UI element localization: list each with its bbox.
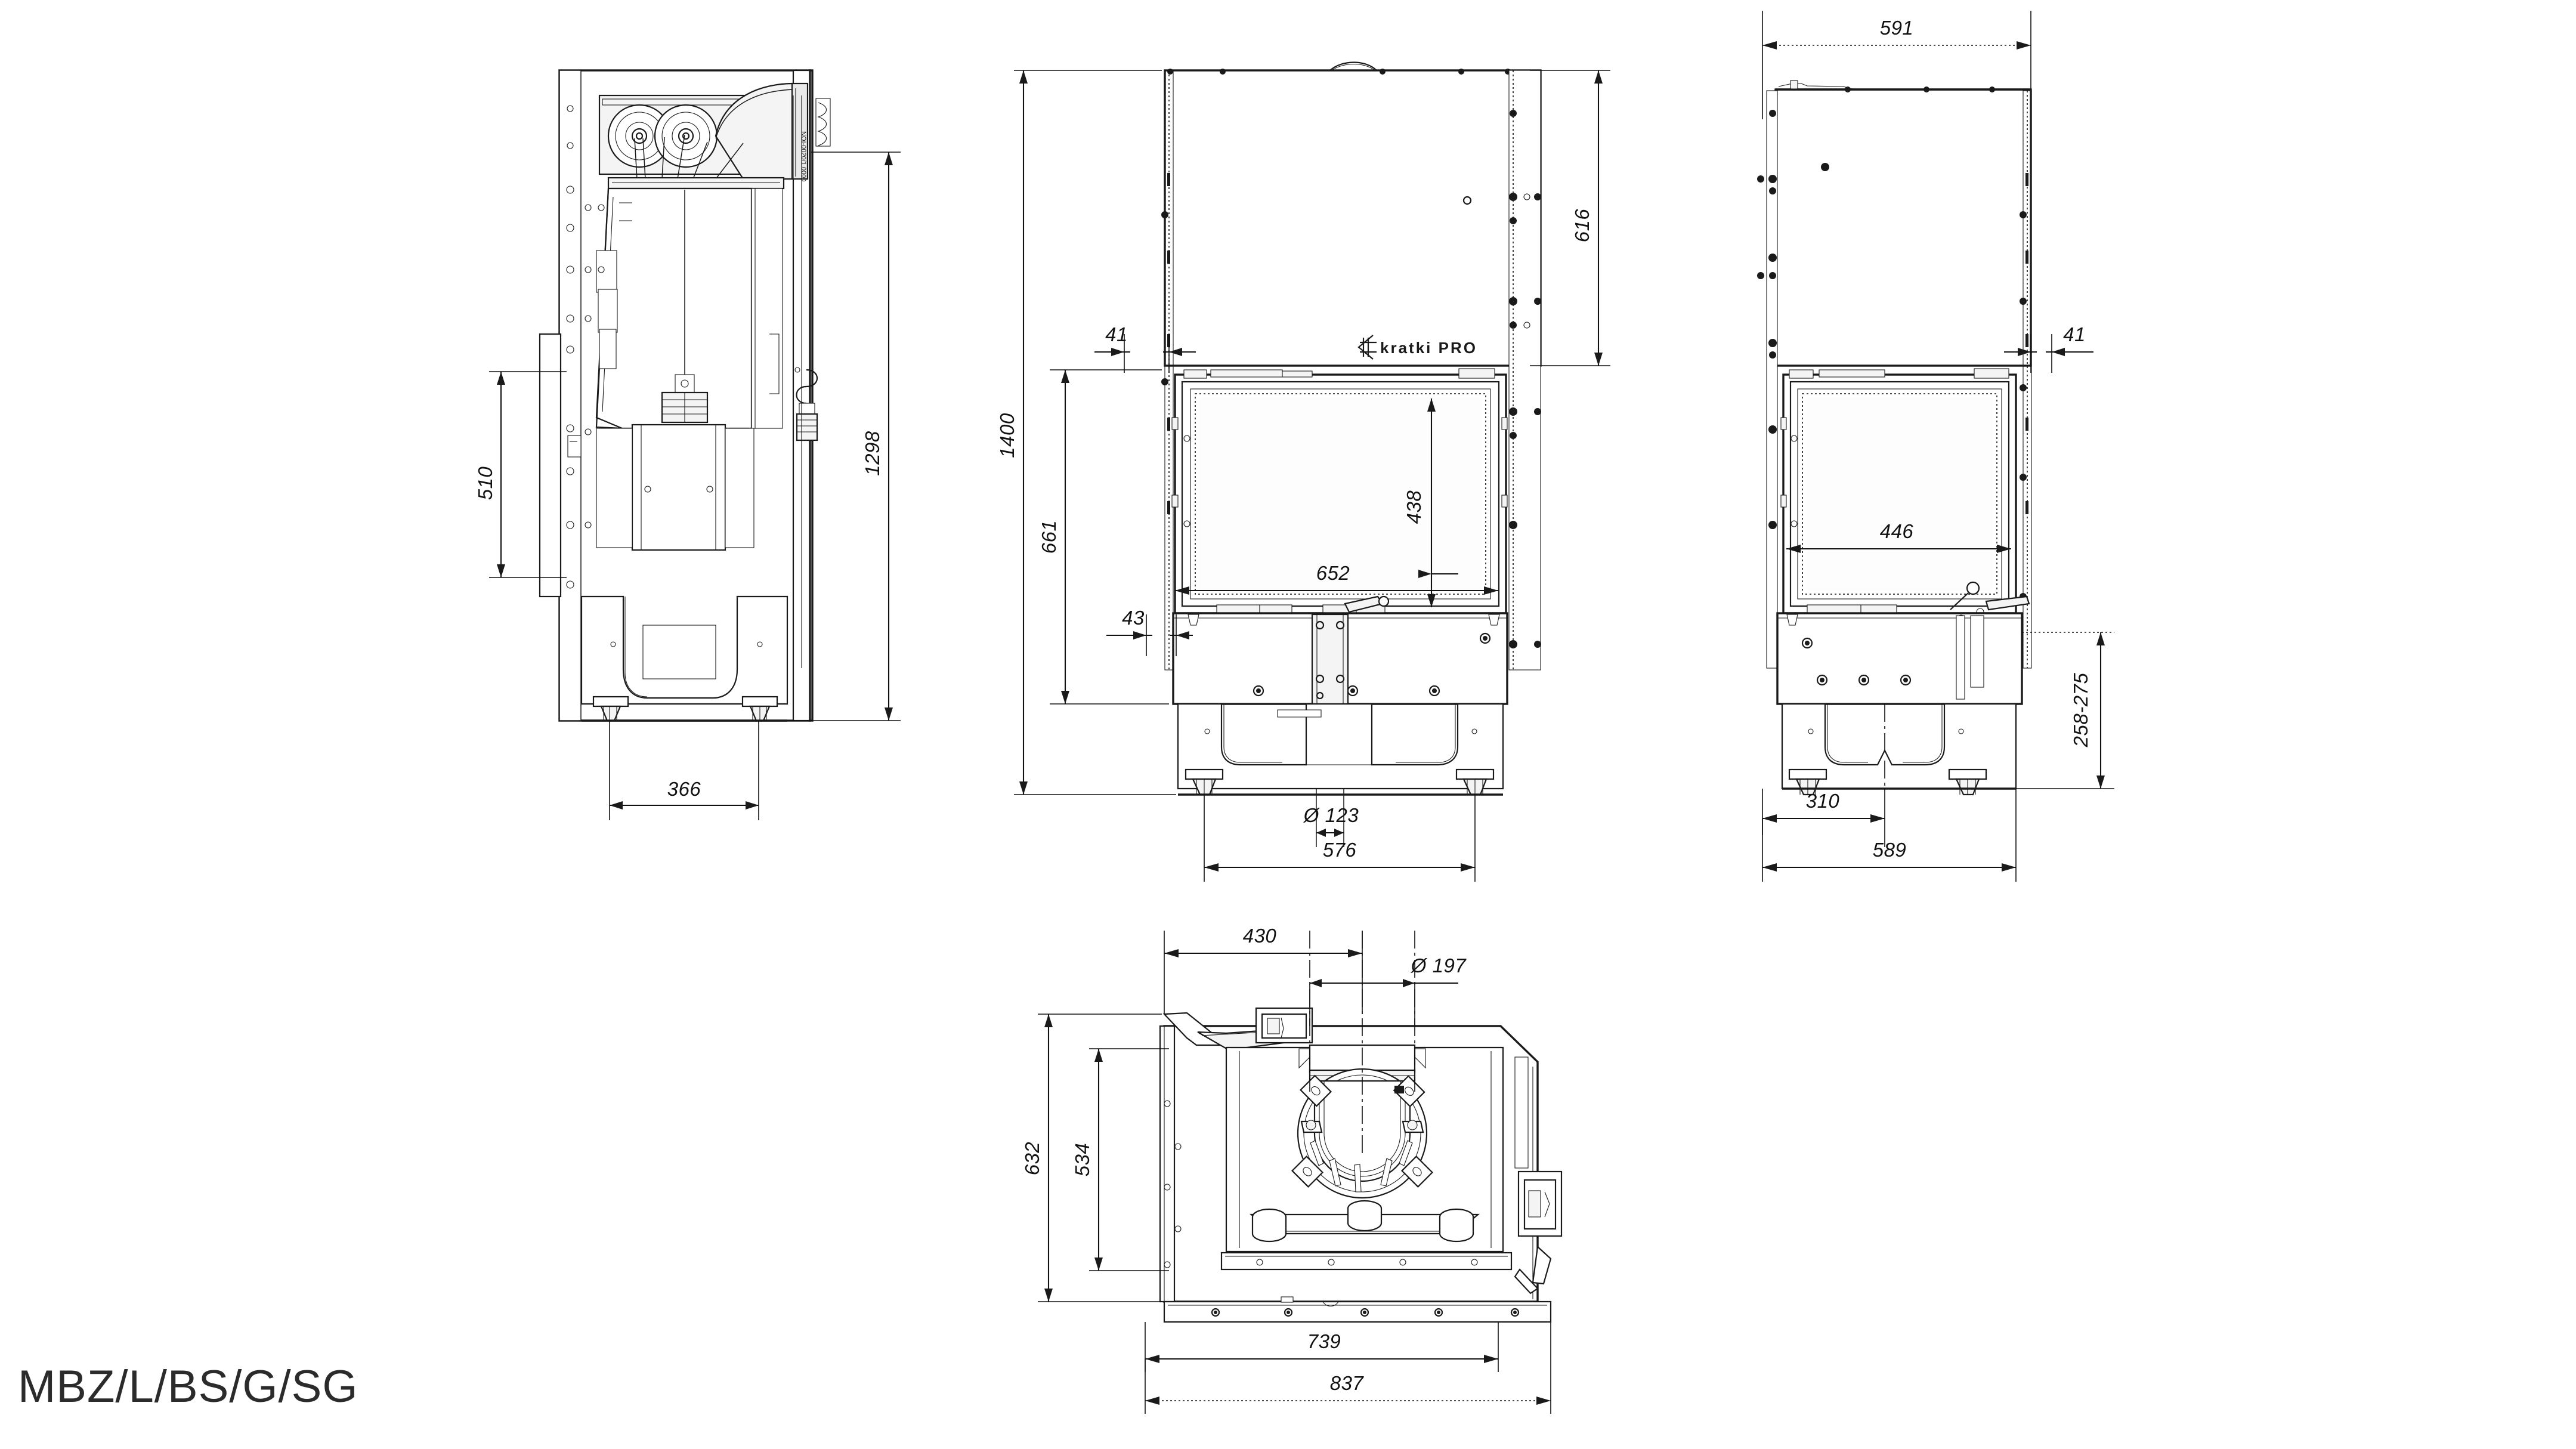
dim-632: 632 [1021,1142,1043,1176]
front-right-flange [1508,70,1541,671]
side-leg-left [1788,768,1827,796]
dim-616: 616 [1571,209,1593,243]
side-upper-casing [1757,80,2032,669]
dim-43: 43 [1122,607,1145,629]
dim-197: Ø 197 [1411,954,1467,977]
page-title: MBZ/L/BS/G/SG [18,1361,358,1412]
dim-534: 534 [1071,1143,1093,1177]
brand-logo-text: kratki PRO [1380,339,1477,357]
section-dimensions: 510 1298 366 [474,152,901,820]
side-door-assembly [1780,368,2030,616]
section-fastener-row [566,105,605,589]
dim-837: 837 [1330,1372,1365,1394]
section-base-plinth [580,595,788,722]
dim-430: 430 [1243,925,1277,947]
dim-446: 446 [1880,520,1914,542]
front-air-inlet [1316,789,1344,847]
section-baffle-assembly [607,134,785,190]
dim-41-left: 41 [1105,323,1128,345]
dim-652: 652 [1316,562,1350,584]
side-lower-body [1776,612,2023,705]
dim-1400: 1400 [996,413,1018,458]
section-cable-coil [815,98,831,147]
dim-510: 510 [474,466,496,500]
left-section-view: NOI-0020/1.0000 [474,69,901,820]
section-deflector: NOI-0020/1.0000 [715,82,809,181]
section-firebox [595,187,783,430]
plan-dimensions: 430 Ø 197 632 534 [1021,925,1551,1414]
dim-258-275: 258-275 [2070,673,2092,748]
section-hook [796,369,818,441]
dim-661: 661 [1038,520,1060,554]
front-lower-body [1172,595,1508,705]
side-dim-41: 41 [2004,323,2093,373]
plan-base-flange [1163,1296,1552,1323]
front-base-plinth [1177,703,1504,796]
bottom-plan-view: 430 Ø 197 632 534 [1021,925,1563,1414]
dim-1298: 1298 [861,431,883,476]
section-part-label: NOI-0020/1.0000 [800,131,807,181]
side-dim-591: 591 [1762,11,2031,119]
side-dim-310: 310 [1762,789,1885,847]
front-dimensions: 616 41 1400 661 [996,70,1610,882]
dim-589: 589 [1873,839,1907,861]
dim-576: 576 [1323,839,1357,861]
section-right-flange [793,95,802,668]
dim-366: 366 [667,778,701,800]
brand-logo: kratki PRO [1357,335,1477,360]
section-foot-left [592,696,629,722]
side-dim-589: 589 [1762,789,2017,882]
front-leg-left [1185,768,1224,796]
side-dim-446: 446 [1786,520,2011,553]
plan-right-panel [1514,1056,1563,1294]
front-door-assembly [1171,368,1508,624]
front-upper-casing [1164,61,1542,367]
front-left-flange [1161,70,1174,671]
side-base-plinth [1781,703,2017,796]
dim-591: 591 [1880,17,1914,39]
plan-collar-ribs [1310,1140,1413,1192]
dim-123: Ø 123 [1303,804,1359,826]
dim-41-right: 41 [2063,323,2086,345]
section-lower-chamber [567,424,754,551]
right-side-view: 591 [1757,11,2114,882]
section-chain-weight [661,190,709,424]
dim-438: 438 [1403,490,1425,524]
front-elevation-view: kratki PRO [996,61,1610,882]
plan-flue-collar [1291,931,1434,1199]
plan-clamp-lugs [1291,1074,1434,1188]
dim-739: 739 [1307,1330,1341,1352]
front-leg-right [1455,768,1495,796]
dim-310: 310 [1806,790,1840,812]
section-foot-right [741,696,778,722]
plan-left-panel [1159,1007,1313,1303]
side-dim-258-275: 258-275 [2016,632,2114,789]
